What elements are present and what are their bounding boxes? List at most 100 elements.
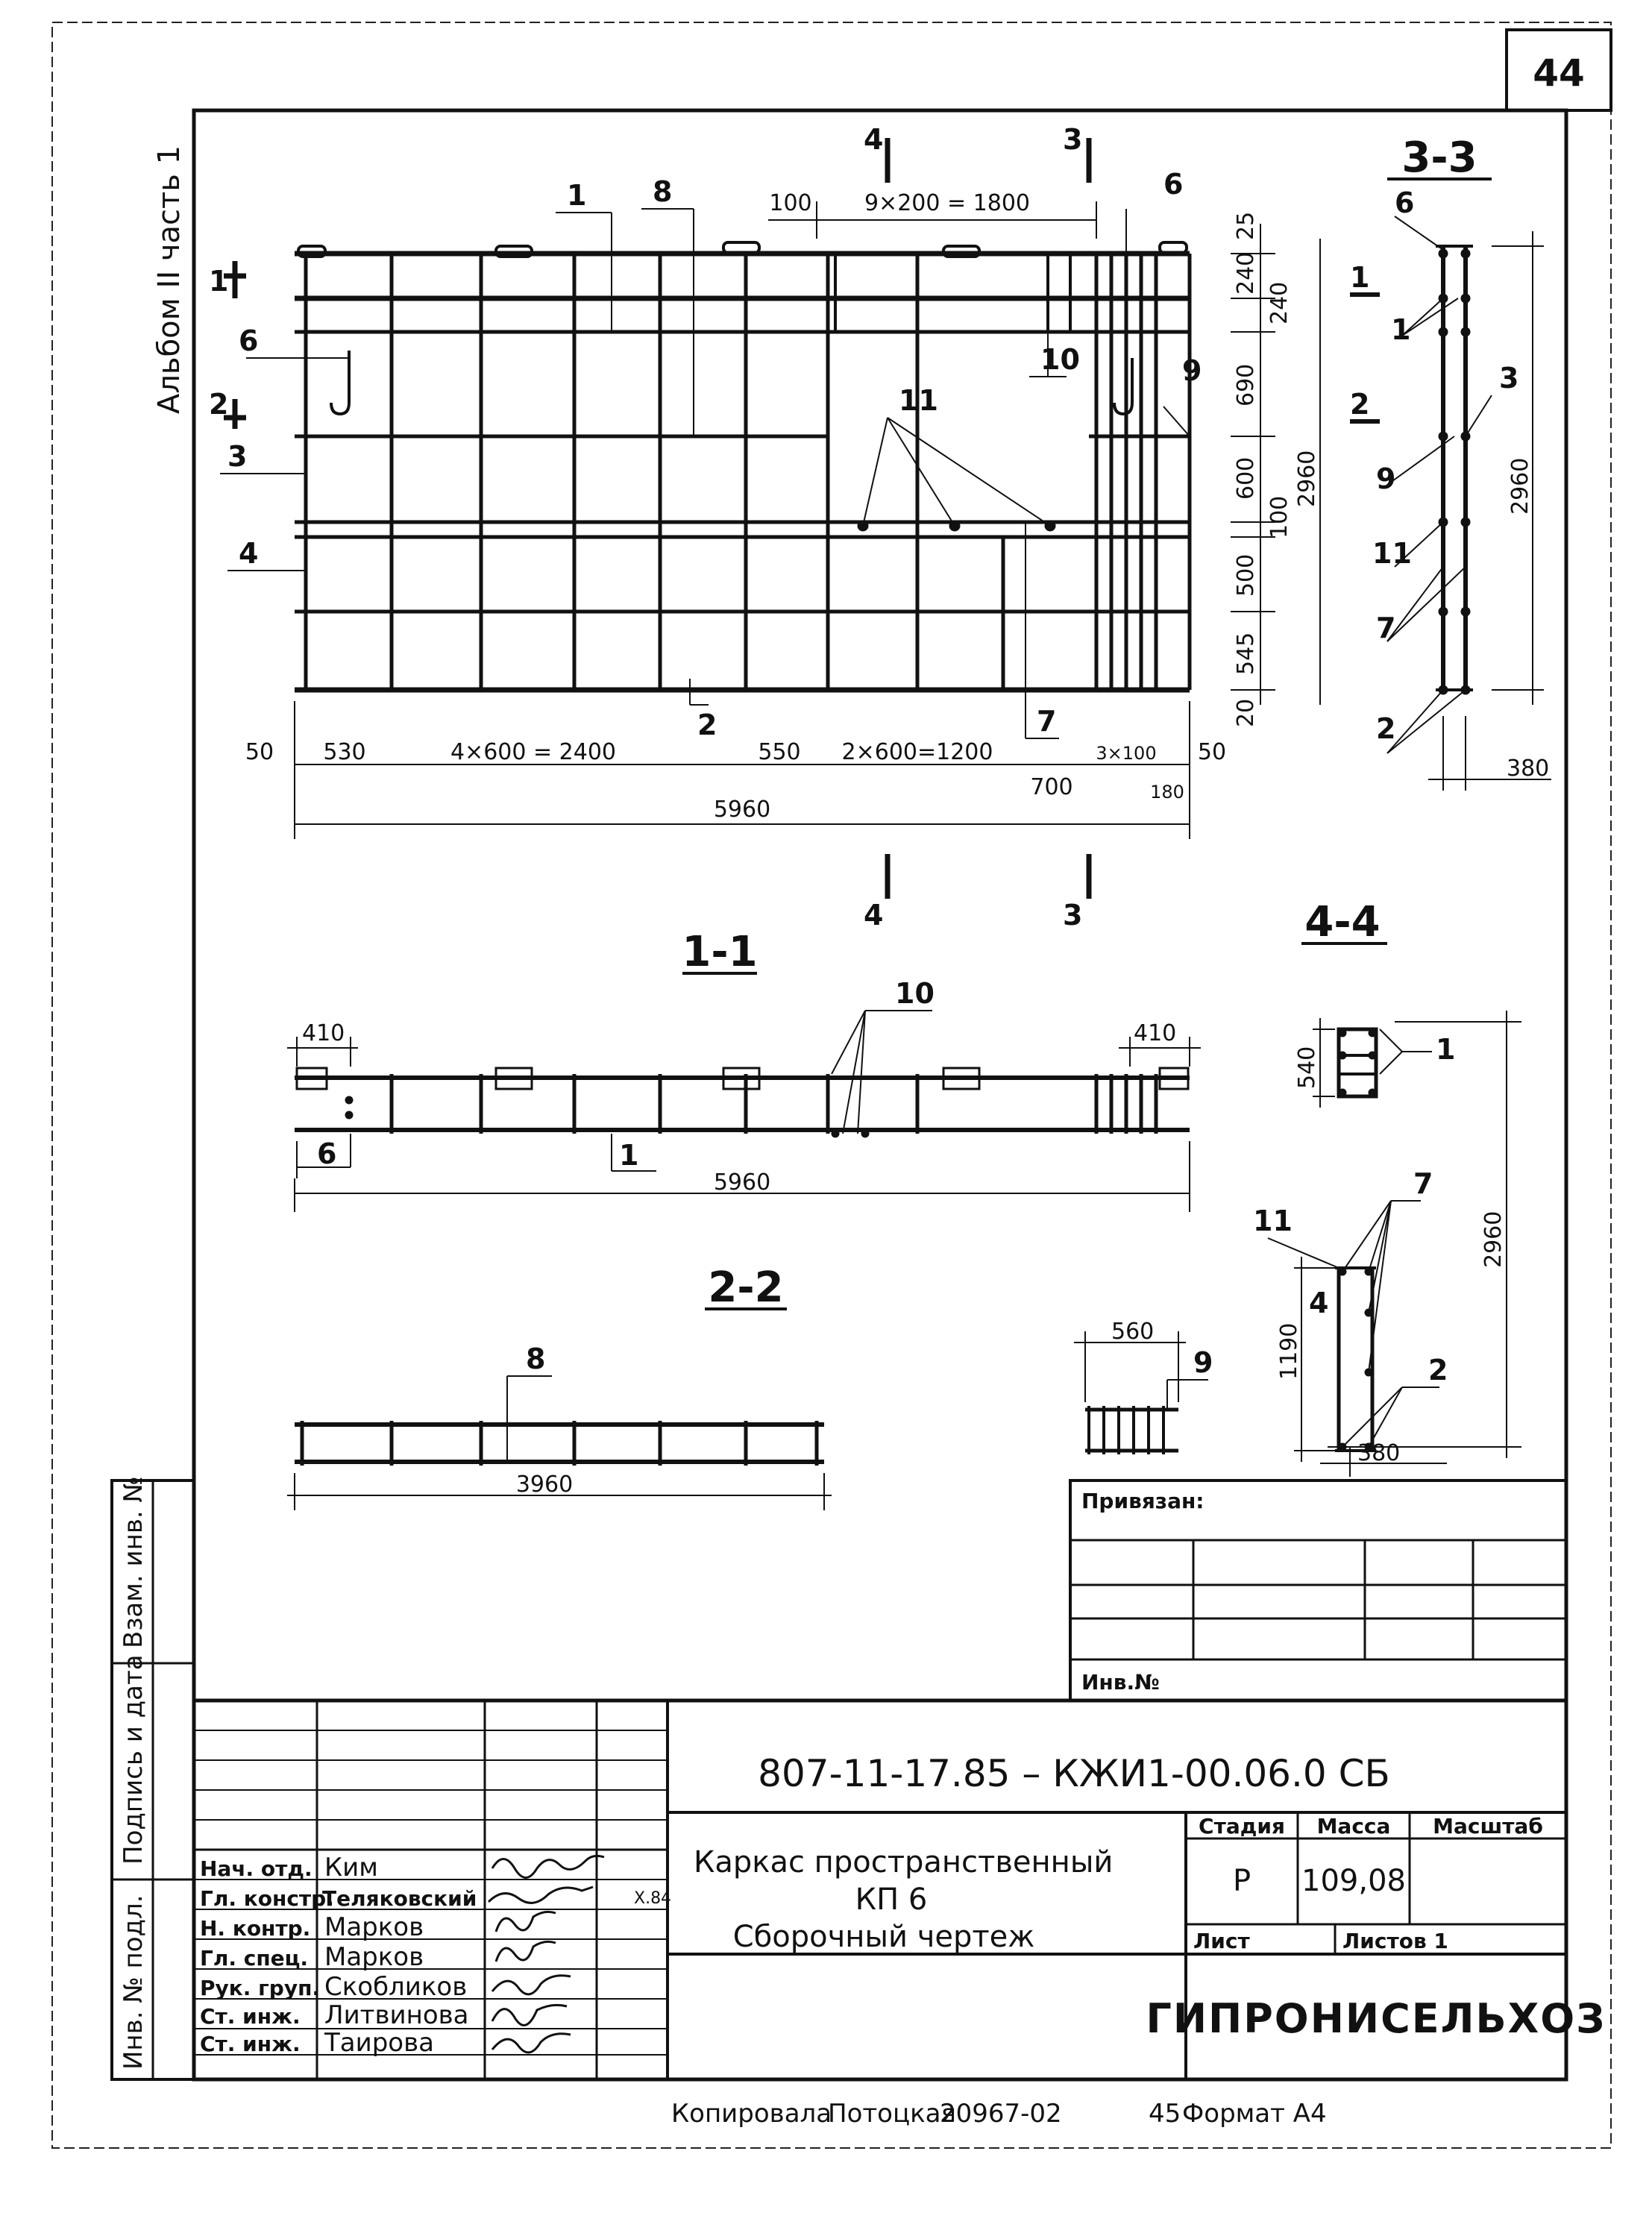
s11-dim-total: 5960: [714, 1169, 770, 1196]
s44-leader-2: 2: [1428, 1354, 1448, 1387]
signatures: [487, 1854, 605, 2054]
section-4-4-title: 4-4: [1304, 898, 1380, 946]
dim-top-100: 100: [769, 190, 811, 216]
cut-3-top: 3: [1063, 123, 1082, 156]
staff-role: Ст. инж.: [200, 2032, 301, 2056]
s33-dim-w: 380: [1507, 756, 1549, 782]
section-2-2-title: 2-2: [708, 1263, 783, 1312]
staff-name: Марков: [324, 1942, 424, 1972]
s44-dim-380: 380: [1357, 1440, 1400, 1466]
s22-dim-total: 3960: [516, 1472, 573, 1498]
staff-role: Нач. отд.: [200, 1856, 313, 1881]
d9-leader-9: 9: [1193, 1346, 1213, 1379]
main-dimensions: [294, 201, 1321, 839]
dim-bottom: 2×600=1200: [842, 739, 993, 765]
mass-header: Масса: [1317, 1814, 1391, 1838]
dim-bottom: 4×600 = 2400: [450, 739, 616, 765]
staff-name: Теляковский: [322, 1886, 477, 1911]
leader-6-left: 6: [239, 324, 258, 357]
s33-leader-11: 11: [1372, 537, 1412, 570]
staff-role: Рук. груп.: [200, 1976, 320, 2000]
title-name-3: Сборочный чертеж: [733, 1920, 1035, 1954]
dim-right: 600: [1233, 457, 1259, 500]
scale-header: Масштаб: [1433, 1814, 1543, 1838]
dim-right: 240: [1233, 252, 1259, 295]
dim-bottom: 50: [245, 739, 274, 765]
footer-order: 20967-02: [940, 2099, 1062, 2129]
drawing-code: 807-11-17.85 – КЖИ1-00.06.0 СБ: [758, 1752, 1390, 1795]
s11-dim-410-left: 410: [302, 1020, 345, 1046]
leader-10: 10: [1040, 343, 1080, 376]
footer-copier: Потоцкая: [828, 2099, 956, 2129]
section-3-3: [1350, 216, 1551, 791]
s11-leader-10: 10: [895, 977, 935, 1010]
album-label: Альбом II часть 1: [152, 145, 186, 414]
title-name-2: КП 6: [855, 1882, 928, 1917]
side-inv-podl: Инв. № подл.: [119, 1894, 148, 2070]
dim-bottom: 530: [323, 739, 365, 765]
s33-cut-1: 1: [1350, 261, 1369, 294]
leader-1: 1: [567, 179, 586, 212]
d9-dim-560: 560: [1111, 1319, 1154, 1345]
staff-role: Гл. спец.: [200, 1946, 308, 1970]
dim-right: 25: [1233, 212, 1259, 240]
s33-leader-9: 9: [1376, 462, 1395, 495]
dim-right: 20: [1233, 699, 1259, 727]
cut-3-bottom: 3: [1063, 899, 1082, 932]
signature-date: X.84: [634, 1889, 671, 1908]
footer-format: Формат А4: [1182, 2099, 1327, 2129]
dim-right: 500: [1233, 554, 1259, 597]
dim-right: 545: [1233, 632, 1259, 675]
dim-bottom: 550: [758, 739, 800, 765]
s33-cut-2: 2: [1350, 388, 1369, 421]
s44-dim-1190: 1190: [1276, 1323, 1302, 1380]
title-block: [192, 1698, 1568, 2082]
sheet-label: Лист: [1193, 1929, 1250, 1953]
page-number-box: [1505, 28, 1612, 112]
leader-8: 8: [653, 175, 672, 208]
s33-leader-1: 1: [1391, 313, 1410, 346]
section-1-1: [287, 1010, 1201, 1212]
privyazan-inv: Инв.№: [1081, 1670, 1160, 1695]
section-4-4: [1267, 1011, 1521, 1477]
dim-right: 240: [1266, 282, 1293, 324]
cut-4-top: 4: [864, 123, 883, 156]
footer-num: 45: [1149, 2099, 1181, 2129]
staff-name: Ким: [324, 1853, 378, 1882]
stage-header: Стадия: [1199, 1814, 1285, 1838]
leader-3: 3: [227, 440, 247, 473]
s33-leader-6: 6: [1395, 186, 1414, 219]
section-2-2: [287, 1375, 832, 1510]
detail-9: [1074, 1331, 1208, 1454]
org-name: ГИПРОНИСЕЛЬХОЗ: [1146, 1995, 1606, 2042]
staff-name: Литвинова: [324, 2000, 469, 2030]
s11-dim-410-right: 410: [1134, 1020, 1176, 1046]
s44-leader-7: 7: [1413, 1167, 1433, 1200]
dim-bottom: 700: [1030, 774, 1072, 800]
s33-dim-h: 2960: [1507, 458, 1533, 515]
footer-copied: Копировала: [671, 2099, 832, 2129]
s44-leader-11: 11: [1253, 1205, 1293, 1237]
cut-2: 2: [209, 388, 228, 421]
s44-leader-1: 1: [1436, 1033, 1455, 1066]
side-vzam: Взам. инв. №: [119, 1476, 148, 1648]
s44-dim-540: 540: [1294, 1046, 1320, 1089]
leader-7: 7: [1037, 705, 1056, 738]
leader-4: 4: [239, 537, 258, 570]
mass-value: 109,08: [1301, 1864, 1406, 1898]
leader-6-right: 6: [1163, 168, 1183, 201]
side-podpis: Подпись и дата: [119, 1654, 148, 1865]
s44-leader-4: 4: [1309, 1287, 1328, 1319]
s11-leader-1: 1: [619, 1139, 638, 1172]
dim-top-9x200: 9×200 = 1800: [864, 190, 1030, 216]
dim-right: 100: [1266, 496, 1293, 538]
s33-leader-2: 2: [1376, 712, 1395, 745]
s11-leader-6: 6: [317, 1137, 336, 1170]
outer-border: [51, 22, 1612, 2149]
s33-leader-7: 7: [1376, 612, 1395, 644]
sheets-label: Листов 1: [1342, 1929, 1448, 1953]
section-3-3-title: 3-3: [1401, 134, 1477, 182]
cut-4-bottom: 4: [864, 899, 883, 932]
staff-role: Н. контр.: [200, 1916, 310, 1941]
